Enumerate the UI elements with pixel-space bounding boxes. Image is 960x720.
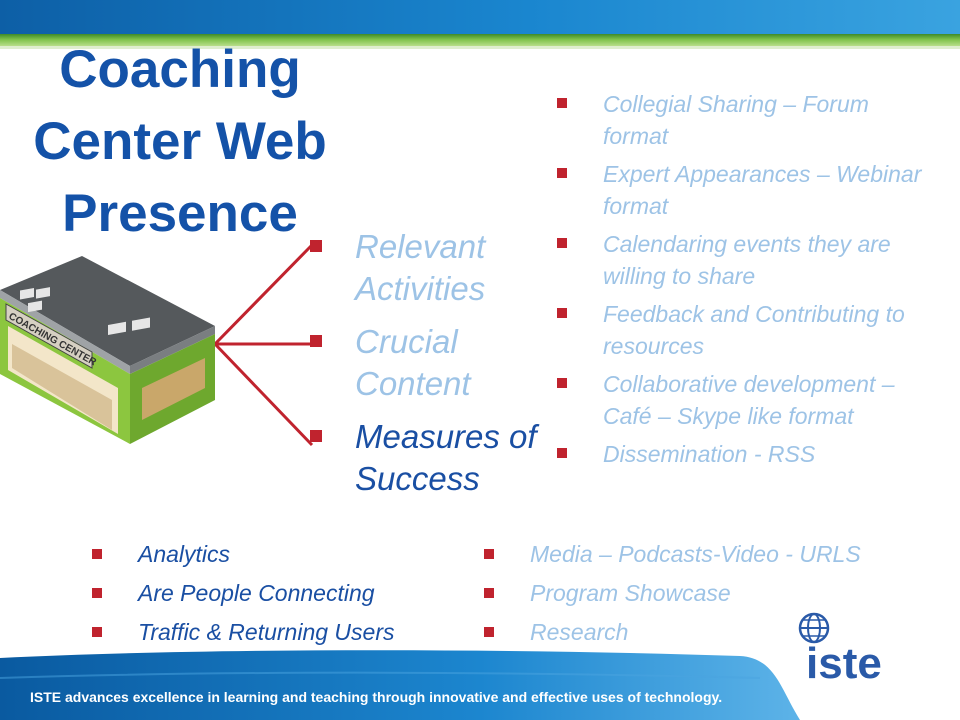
list-item: Expert Appearances – Webinar format xyxy=(557,158,927,222)
connector-line-1 xyxy=(213,243,314,346)
list-item: Program Showcase xyxy=(484,574,944,613)
bullet-square-icon xyxy=(557,378,567,388)
bullet-square-icon xyxy=(484,588,494,598)
bullet-square-icon xyxy=(92,549,102,559)
list-item: Feedback and Contributing to resources xyxy=(557,298,927,362)
list-item: Traffic & Returning Users xyxy=(92,613,472,652)
iste-logo: iste xyxy=(798,612,882,688)
bullet-square-icon xyxy=(557,168,567,178)
footer-tagline: ISTE advances excellence in learning and… xyxy=(30,689,723,705)
list-item-label: Collegial Sharing – Forum format xyxy=(603,91,869,149)
building-sign-board xyxy=(5,303,93,369)
center-item-label: Relevant Activities xyxy=(355,228,486,307)
list-item: Are People Connecting xyxy=(92,574,472,613)
bullet-square-icon xyxy=(310,240,322,252)
center-item-crucial-content: Crucial Content xyxy=(310,321,550,405)
bullet-square-icon xyxy=(557,238,567,248)
side-window xyxy=(142,358,205,420)
roof-vent-1 xyxy=(20,288,34,300)
list-item-label: Research xyxy=(530,619,629,645)
center-item-relevant-activities: Relevant Activities xyxy=(310,226,550,310)
list-item: Media – Podcasts-Video - URLS xyxy=(484,535,944,574)
top-green-band xyxy=(0,34,960,46)
front-window-interior xyxy=(12,344,112,430)
list-item-label: Traffic & Returning Users xyxy=(138,619,395,645)
footer-wave-highlight xyxy=(0,671,761,679)
roof-vent-2 xyxy=(36,287,50,299)
bullet-square-icon xyxy=(92,627,102,637)
connector-line-3 xyxy=(213,342,314,447)
bullet-square-icon xyxy=(484,549,494,559)
list-item-label: Calendaring events they are willing to s… xyxy=(603,231,891,289)
center-item-label: Crucial Content xyxy=(355,323,471,402)
bullet-square-icon xyxy=(484,627,494,637)
coaching-center-building-illustration: COACHING CENTER xyxy=(0,256,215,444)
footer-band xyxy=(0,650,800,720)
list-item: Collaborative development – Café – Skype… xyxy=(557,368,927,432)
bullet-square-icon xyxy=(557,308,567,318)
list-item-label: Expert Appearances – Webinar format xyxy=(603,161,922,219)
globe-icon xyxy=(798,612,830,644)
list-item: Analytics xyxy=(92,535,472,574)
top-blue-bar xyxy=(0,0,960,34)
bullet-square-icon xyxy=(557,98,567,108)
bullet-square-icon xyxy=(557,448,567,458)
roof-vent-5 xyxy=(132,317,150,331)
right-bullet-list: Collegial Sharing – Forum format Expert … xyxy=(557,88,927,476)
bottom-right-bullet-list: Media – Podcasts-Video - URLS Program Sh… xyxy=(484,535,944,652)
list-item-label: Media – Podcasts-Video - URLS xyxy=(530,541,861,567)
top-green-highlight xyxy=(0,46,960,49)
list-item-label: Are People Connecting xyxy=(138,580,375,606)
center-bullet-list: Relevant Activities Crucial Content Meas… xyxy=(310,226,550,511)
list-item-label: Feedback and Contributing to resources xyxy=(603,301,905,359)
list-item: Collegial Sharing – Forum format xyxy=(557,88,927,152)
roof-vent-4 xyxy=(108,321,126,335)
list-item-label: Collaborative development – Café – Skype… xyxy=(603,371,895,429)
list-item-label: Analytics xyxy=(138,541,231,567)
list-item-label: Program Showcase xyxy=(530,580,731,606)
footer-wave xyxy=(0,650,800,720)
list-item-label: Dissemination - RSS xyxy=(603,441,816,467)
bottom-left-bullet-list: Analytics Are People Connecting Traffic … xyxy=(92,535,472,652)
slide-title: Coaching Center Web Presence xyxy=(33,40,327,243)
list-item: Research xyxy=(484,613,944,652)
center-item-measures-of-success: Measures of Success xyxy=(310,416,550,500)
bullet-square-icon xyxy=(310,335,322,347)
bullet-square-icon xyxy=(92,588,102,598)
bullet-square-icon xyxy=(310,430,322,442)
roof-vent-3 xyxy=(28,300,42,313)
list-item: Calendaring events they are willing to s… xyxy=(557,228,927,292)
list-item: Dissemination - RSS xyxy=(557,438,927,470)
roof-ledge-side xyxy=(130,326,215,374)
building-roof xyxy=(0,256,215,366)
logo-wordmark: iste xyxy=(806,639,882,688)
center-item-label: Measures of Success xyxy=(355,418,537,497)
